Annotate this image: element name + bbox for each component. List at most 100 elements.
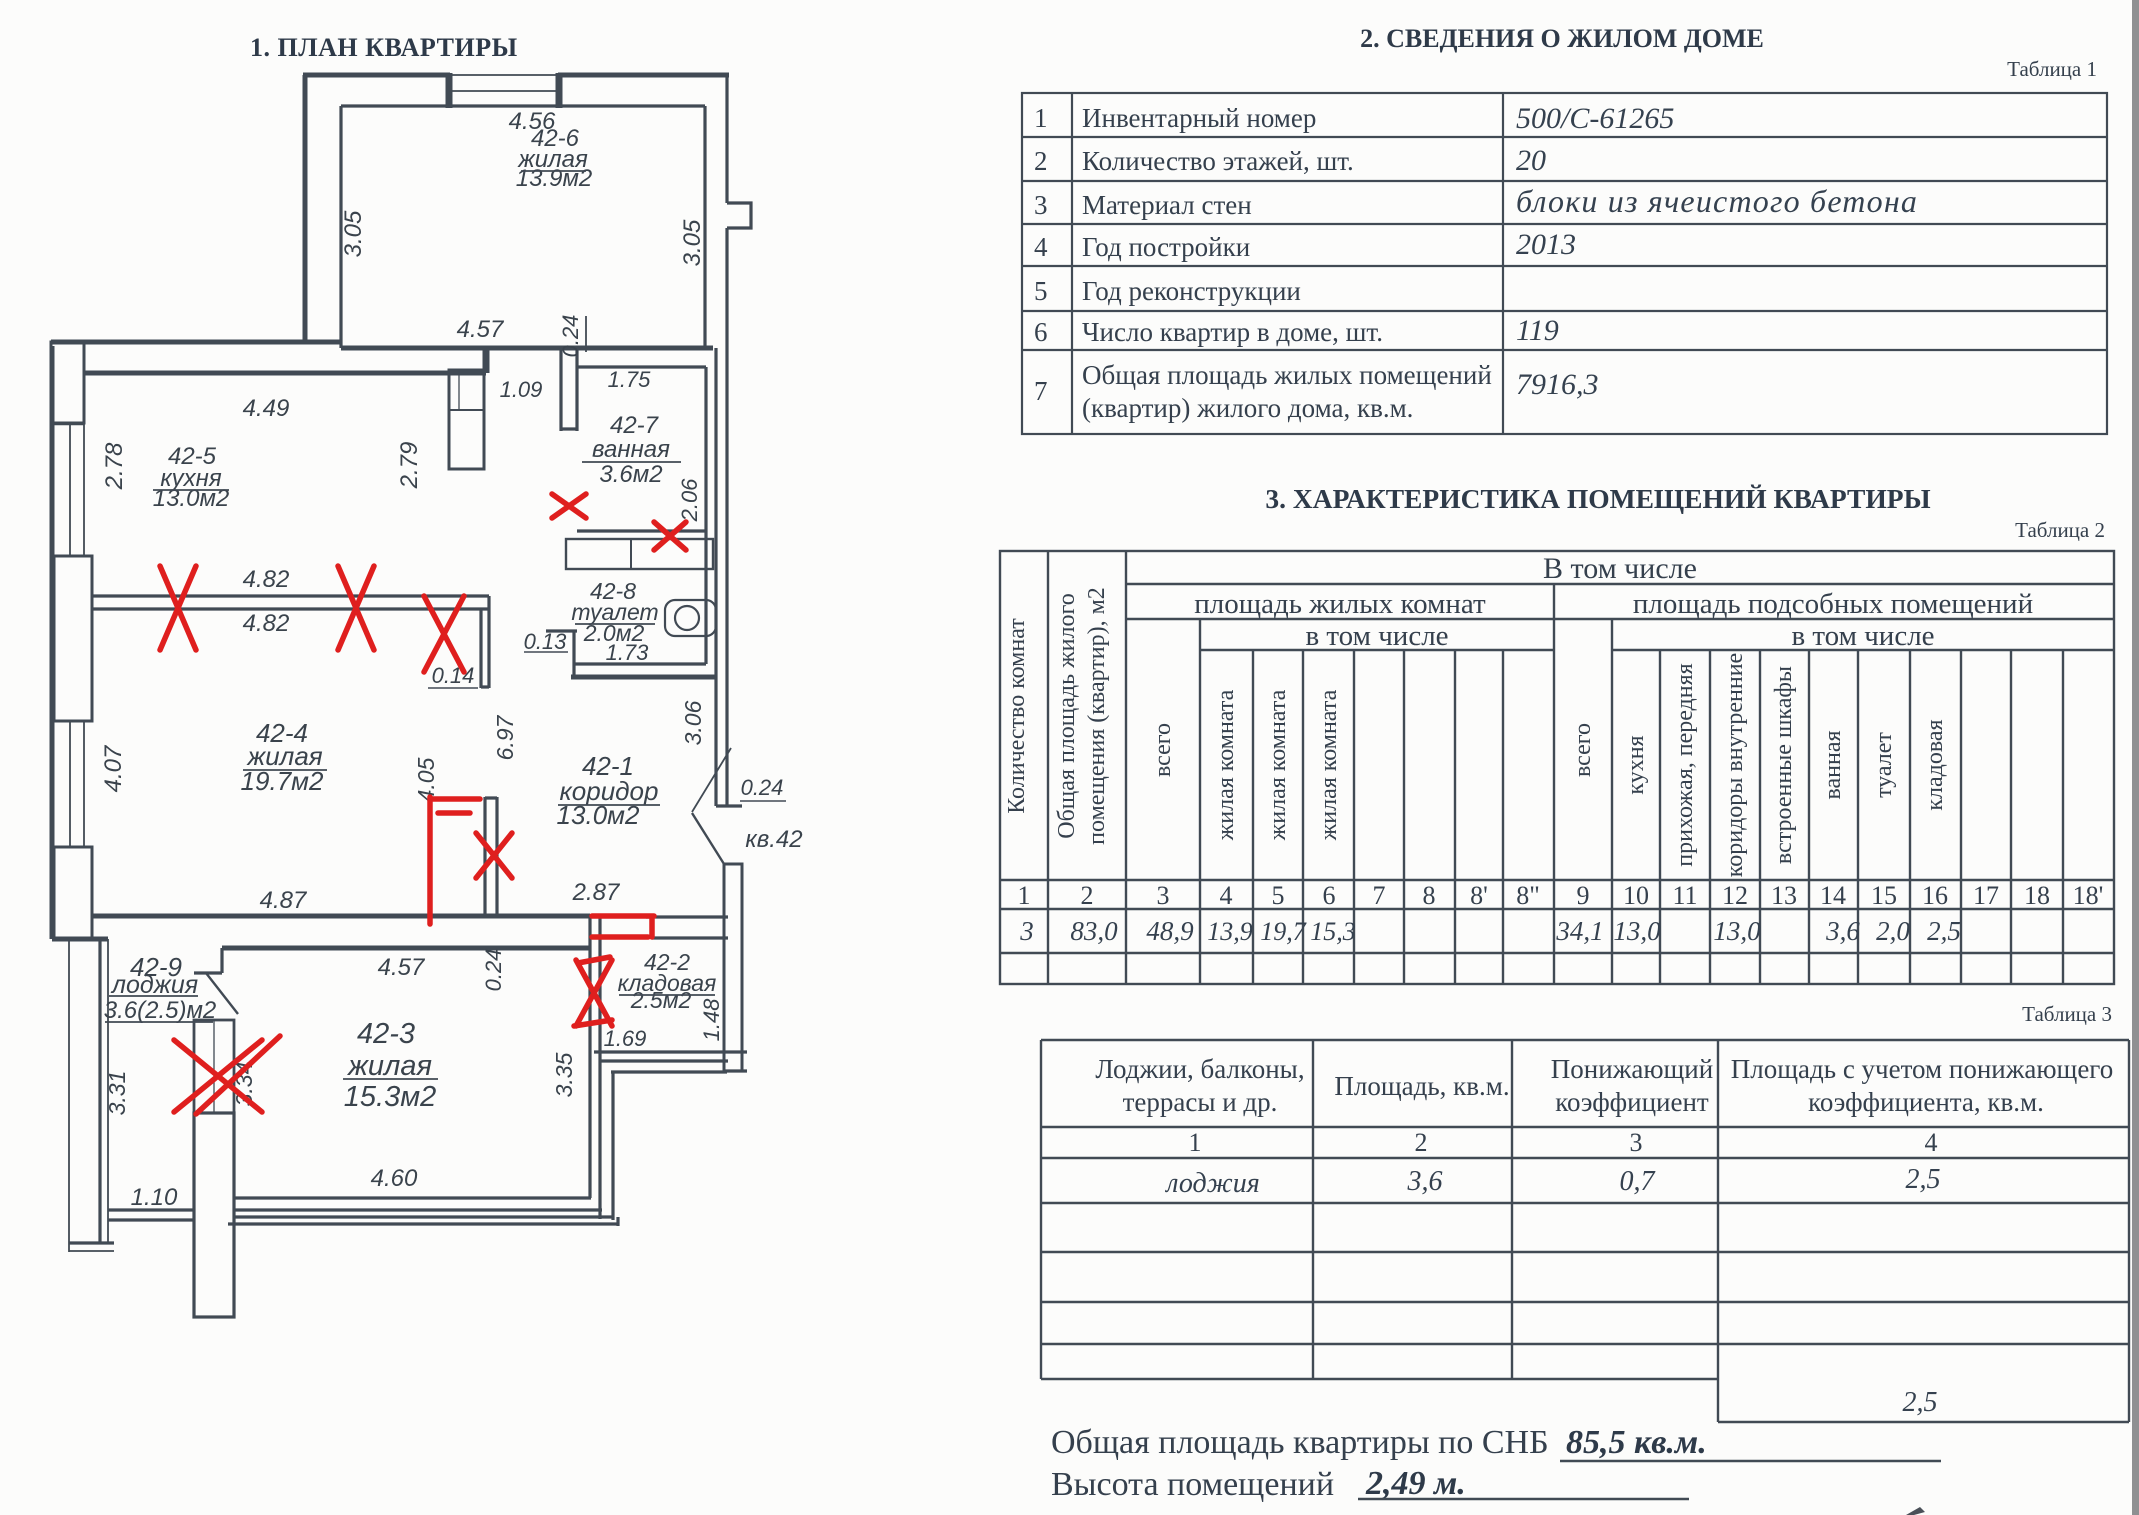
svg-text:15: 15 (1871, 881, 1897, 910)
svg-text:Таблица 3: Таблица 3 (2022, 1002, 2112, 1026)
svg-text:7916,3: 7916,3 (1516, 368, 1599, 401)
svg-text:коридоры внутренние: коридоры внутренние (1722, 653, 1748, 877)
svg-text:4.57: 4.57 (457, 316, 505, 343)
svg-text:7: 7 (1034, 376, 1048, 406)
svg-text:1. ПЛАН КВАРТИРЫ: 1. ПЛАН КВАРТИРЫ (250, 33, 518, 62)
svg-text:1: 1 (1018, 881, 1031, 910)
svg-text:85,5 кв.м.: 85,5 кв.м. (1566, 1424, 1707, 1461)
svg-text:15.3м2: 15.3м2 (344, 1081, 436, 1113)
svg-text:2.87: 2.87 (572, 879, 621, 906)
svg-text:помещения (квартир), м2: помещения (квартир), м2 (1084, 587, 1110, 845)
svg-text:13,9: 13,9 (1207, 917, 1253, 946)
svg-text:прихожая, передняя: прихожая, передняя (1672, 663, 1698, 866)
svg-text:1: 1 (1189, 1128, 1202, 1157)
svg-text:Лоджии, балконы,: Лоджии, балконы, (1095, 1054, 1304, 1084)
svg-text:19,7: 19,7 (1260, 917, 1307, 946)
svg-text:4.57: 4.57 (378, 954, 426, 981)
svg-text:(квартир) жилого дома, кв.м.: (квартир) жилого дома, кв.м. (1082, 393, 1413, 423)
svg-text:жилая: жилая (246, 741, 322, 771)
svg-text:4.82: 4.82 (243, 566, 290, 593)
svg-text:2.79: 2.79 (396, 442, 423, 490)
svg-text:террасы и др.: террасы и др. (1123, 1087, 1278, 1117)
svg-text:2. СВЕДЕНИЯ О ЖИЛОМ ДОМЕ: 2. СВЕДЕНИЯ О ЖИЛОМ ДОМЕ (1360, 24, 1764, 53)
svg-text:13,0: 13,0 (1713, 916, 1761, 946)
svg-text:18': 18' (2073, 881, 2104, 910)
svg-text:Год постройки: Год постройки (1082, 232, 1250, 262)
svg-text:13.0м2: 13.0м2 (153, 485, 230, 512)
svg-text:2.5м2: 2.5м2 (630, 987, 692, 1013)
svg-text:3.35: 3.35 (551, 1052, 577, 1097)
svg-text:16: 16 (1922, 881, 1948, 910)
svg-text:жилая комната: жилая комната (1213, 689, 1239, 841)
svg-text:Число квартир в доме, шт.: Число квартир в доме, шт. (1082, 317, 1383, 347)
svg-text:2013: 2013 (1516, 228, 1576, 261)
svg-text:42-7: 42-7 (610, 412, 660, 439)
svg-text:42-8: 42-8 (590, 578, 636, 604)
svg-text:3.6(2.5)м2: 3.6(2.5)м2 (104, 997, 217, 1024)
svg-text:2,5: 2,5 (1903, 1387, 1938, 1418)
svg-text:лоджия: лоджия (110, 971, 198, 999)
svg-text:Инвентарный номер: Инвентарный номер (1082, 103, 1316, 133)
svg-text:13.9м2: 13.9м2 (516, 165, 593, 192)
svg-text:8: 8 (1423, 881, 1436, 910)
svg-text:0.13: 0.13 (524, 629, 568, 654)
svg-text:4.49: 4.49 (243, 395, 290, 422)
svg-text:жилая: жилая (346, 1050, 432, 1082)
svg-text:1.48: 1.48 (699, 998, 724, 1042)
svg-text:42-5: 42-5 (168, 443, 217, 470)
svg-text:17: 17 (1973, 881, 1999, 910)
svg-text:6.97: 6.97 (492, 714, 518, 760)
svg-text:4.07: 4.07 (100, 744, 127, 792)
svg-text:7: 7 (1373, 881, 1386, 910)
svg-text:42-9: 42-9 (130, 952, 182, 982)
svg-text:В том числе: В том числе (1543, 552, 1697, 585)
svg-text:6: 6 (1323, 881, 1336, 910)
svg-text:2: 2 (1081, 881, 1094, 910)
svg-text:2.06: 2.06 (677, 478, 702, 523)
svg-text:Общая площадь жилого: Общая площадь жилого (1054, 593, 1080, 838)
svg-text:жилая комната: жилая комната (1316, 689, 1342, 841)
svg-text:83,0: 83,0 (1070, 916, 1118, 946)
svg-text:1.75: 1.75 (608, 367, 652, 392)
svg-text:Таблица 2: Таблица 2 (2015, 518, 2105, 542)
svg-text:3.05: 3.05 (679, 219, 706, 266)
svg-text:42-3: 42-3 (357, 1018, 415, 1050)
svg-text:кв.42: кв.42 (745, 826, 802, 853)
svg-text:13,0: 13,0 (1613, 916, 1661, 946)
svg-text:0.24: 0.24 (481, 949, 506, 992)
svg-text:коэффициент: коэффициент (1555, 1087, 1709, 1117)
svg-text:4.60: 4.60 (371, 1165, 418, 1192)
svg-text:13: 13 (1771, 881, 1797, 910)
svg-text:500/С-61265: 500/С-61265 (1516, 102, 1674, 135)
svg-text:3.06: 3.06 (680, 700, 706, 745)
svg-text:42-1: 42-1 (582, 751, 634, 781)
svg-text:ванная: ванная (592, 436, 670, 463)
svg-text:8': 8' (1470, 881, 1488, 910)
svg-text:Понижающий: Понижающий (1551, 1054, 1713, 1084)
svg-text:1: 1 (1034, 103, 1048, 133)
svg-text:12: 12 (1722, 881, 1748, 910)
svg-text:блоки из ячеистого бетона: блоки из ячеистого бетона (1516, 183, 1918, 219)
svg-text:3. ХАРАКТЕРИСТИКА ПОМЕЩЕНИЙ КВ: 3. ХАРАКТЕРИСТИКА ПОМЕЩЕНИЙ КВАРТИРЫ (1265, 483, 1930, 514)
svg-text:3.6м2: 3.6м2 (599, 461, 662, 488)
svg-text:1.10: 1.10 (131, 1184, 178, 1211)
svg-text:3: 3 (1157, 881, 1170, 910)
svg-text:2,5: 2,5 (1927, 916, 1961, 946)
svg-text:42-4: 42-4 (256, 718, 308, 748)
svg-text:кладовая: кладовая (618, 970, 717, 996)
svg-text:4.56: 4.56 (509, 108, 556, 135)
svg-text:3.31: 3.31 (104, 1071, 130, 1116)
svg-text:2: 2 (1415, 1128, 1428, 1157)
svg-text:1.09: 1.09 (500, 377, 543, 402)
svg-text:кухня: кухня (160, 465, 222, 492)
svg-text:2,49 м.: 2,49 м. (1365, 1465, 1466, 1502)
svg-text:14: 14 (1820, 881, 1846, 910)
svg-text:Материал стен: Материал стен (1082, 190, 1252, 220)
svg-text:Количество комнат: Количество комнат (1004, 618, 1030, 814)
svg-text:2,5: 2,5 (1906, 1164, 1941, 1195)
svg-text:коридор: коридор (560, 776, 659, 806)
svg-text:жилая: жилая (517, 146, 588, 173)
svg-text:жилая комната: жилая комната (1265, 689, 1291, 841)
svg-text:3: 3 (1630, 1128, 1643, 1157)
svg-text:34,1: 34,1 (1555, 916, 1603, 946)
